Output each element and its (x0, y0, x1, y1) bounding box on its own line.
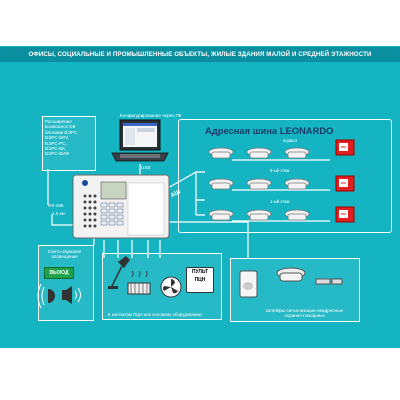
page-title: ОФИСЫ, СОЦИАЛЬНЫЕ И ПРОМЫШЛЕННЫЕ ОБЪЕКТЫ… (0, 47, 400, 62)
manual-call-point-icon (335, 175, 355, 192)
remote-line2: ПЦН (194, 277, 206, 283)
smoke-detectors (208, 147, 310, 221)
rs485-label: RS-485 (48, 203, 64, 208)
smoke-detector-icon (246, 178, 272, 190)
laptop-icon (111, 119, 169, 162)
smoke-detector-icon (208, 178, 234, 190)
siren-icon (37, 283, 55, 309)
usb-label: USB (141, 165, 151, 170)
speaker-icon (62, 286, 81, 304)
smoke-detector-icon (284, 209, 310, 221)
controller-device-icon (72, 174, 170, 239)
relay-caption: К контактам ПЦН или силовому оборудовани… (108, 312, 202, 317)
remote-console: ПУЛЬТ ПЦН (186, 267, 214, 293)
address-bus-panel (178, 119, 392, 233)
floor-label: подвал (283, 138, 297, 143)
smoke-detector-icon (208, 147, 234, 159)
floor-label: 1-ый этаж (270, 199, 290, 204)
smoke-detector-icon (208, 209, 234, 221)
pc-label: Конфигурирование через ПК (120, 113, 182, 118)
expansion-text: Расширение возможностей блоками ВЭРС: ВЭ… (45, 119, 79, 157)
motion-detector-icon (239, 270, 258, 298)
smoke-detector-icon (284, 147, 310, 159)
manual-call-point-icon (335, 206, 355, 223)
expansion-panel (42, 116, 96, 171)
heat-detector-icon (276, 267, 306, 282)
remote-line1: ПУЛЬТ (191, 269, 209, 275)
exit-sign: ВЫХОД (44, 267, 74, 279)
floor-label: 9-ый этаж (270, 168, 290, 173)
lamp-icon (108, 256, 130, 289)
rs485-length: 1,5 км (52, 211, 65, 216)
manual-call-point-icon (335, 139, 355, 156)
heater-icon (127, 270, 151, 295)
magnetic-contact-icon (315, 278, 343, 285)
loops-caption: Шлейфы сигнализации неадресные охранно-п… (266, 308, 344, 319)
smoke-detector-icon (284, 178, 310, 190)
manual-call-points (335, 139, 355, 223)
smoke-detector-icon (246, 147, 272, 159)
bus-title: Адресная шина LEONARDO (205, 125, 334, 136)
fan-icon (160, 276, 182, 298)
alert-panel (38, 245, 94, 321)
alert-title: Свето-звуковое оповещение (48, 249, 82, 260)
smoke-detector-icon (246, 209, 272, 221)
